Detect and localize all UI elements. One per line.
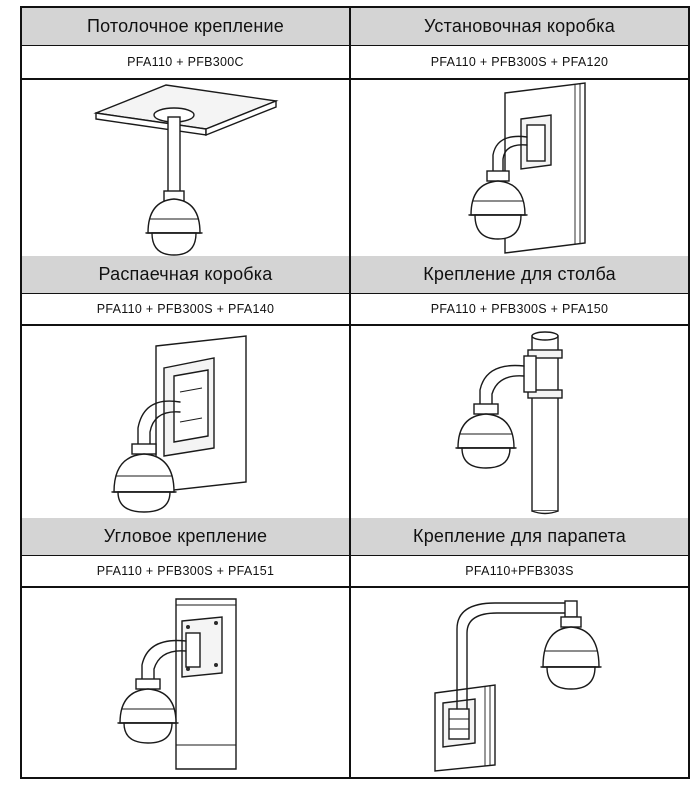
cell-code-text: PFA110 + PFB300S + PFA120 <box>430 55 609 69</box>
cell-code-text: PFA110 + PFB300S + PFA140 <box>96 302 275 316</box>
ceiling-mount-code: PFA110 + PFB300C <box>22 46 349 80</box>
install-box-illustration <box>351 80 688 256</box>
cell-code-text: PFA110 + PFB300S + PFA151 <box>96 564 275 578</box>
cell-title-text: Установочная коробка <box>424 16 615 36</box>
junction-box-illustration <box>22 326 349 518</box>
column-divider <box>349 8 351 777</box>
cell-title-text: Потолочное крепление <box>86 16 285 36</box>
install-box-title: Установочная коробка <box>351 8 688 46</box>
install-box-code: PFA110 + PFB300S + PFA120 <box>351 46 688 80</box>
cell-title-text: Крепление для столба <box>423 264 616 284</box>
pole-mount-code: PFA110 + PFB300S + PFA150 <box>351 294 688 326</box>
mount-options-table: Потолочное крепление PFA110 + PFB300C Ус… <box>20 6 690 779</box>
cell-title-text: Крепление для парапета <box>413 526 626 546</box>
pole-mount-drawing <box>454 330 563 514</box>
corner-mount-code: PFA110 + PFB300S + PFA151 <box>22 556 349 588</box>
cell-title-text: Распаечная коробка <box>98 264 273 284</box>
parapet-mount-title: Крепление для парапета <box>351 518 688 556</box>
junction-box-title: Распаечная коробка <box>22 256 349 294</box>
ceiling-mount-illustration <box>22 80 349 256</box>
ceiling-mount-title: Потолочное крепление <box>22 8 349 46</box>
parapet-mount-drawing <box>433 599 602 772</box>
junction-box-code: PFA110 + PFB300S + PFA140 <box>22 294 349 326</box>
install-box-drawing <box>467 82 586 254</box>
cell-code-text: PFA110 + PFB300S + PFA150 <box>430 302 609 316</box>
cell-title-text: Угловое крепление <box>103 526 268 546</box>
ceiling-mount-drawing <box>92 84 279 256</box>
corner-mount-title: Угловое крепление <box>22 518 349 556</box>
junction-box-drawing <box>110 335 247 513</box>
corner-mount-illustration <box>22 588 349 777</box>
cell-code-text: PFA110 + PFB300C <box>127 55 244 69</box>
pole-mount-title: Крепление для столба <box>351 256 688 294</box>
corner-mount-drawing <box>116 597 237 770</box>
cell-code-text: PFA110+PFB303S <box>465 564 574 578</box>
pole-mount-illustration <box>351 326 688 518</box>
parapet-mount-code: PFA110+PFB303S <box>351 556 688 588</box>
parapet-mount-illustration <box>351 588 688 777</box>
